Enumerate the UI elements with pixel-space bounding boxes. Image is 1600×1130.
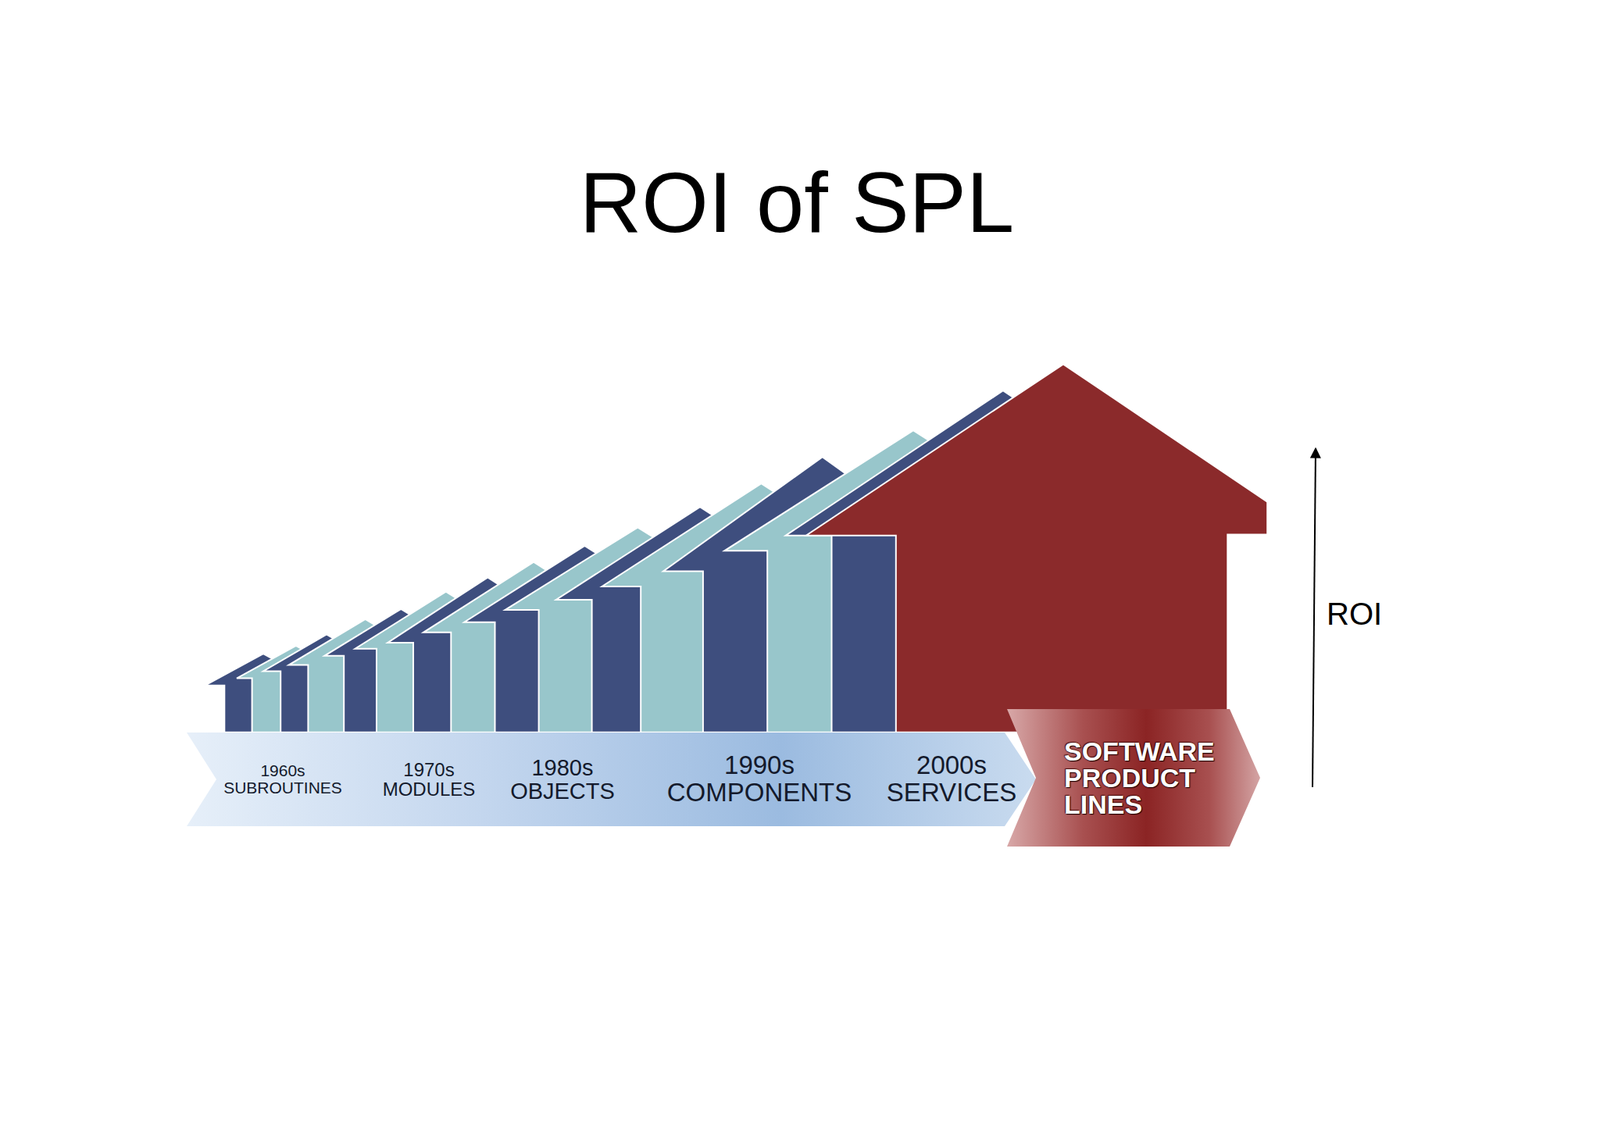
- band-fill: [186, 732, 1036, 827]
- era-label: 1980s OBJECTS: [510, 756, 615, 804]
- chevron-fill: [1007, 709, 1261, 847]
- era-band: 1960s SUBROUTINES 1970s MODULES 1980s OBJE…: [186, 732, 1036, 827]
- era-label: 1990s COMPONENTS: [667, 752, 853, 807]
- title: ROI of SPL: [579, 154, 1015, 250]
- roi-arrow: [1312, 448, 1316, 788]
- era-label: 1970s MODULES: [382, 760, 476, 800]
- axis-label: ROI: [1326, 596, 1383, 632]
- era-label: 1960s SUBROUTINES: [223, 762, 343, 797]
- era-label: 2000s SERVICES: [886, 752, 1017, 807]
- house-steps: [205, 364, 1268, 733]
- spl-house: [806, 364, 1268, 733]
- spl-chevron: SOFTWARE PRODUCT LINES: [1007, 709, 1261, 847]
- spl-label: SOFTWARE PRODUCT LINES: [1064, 738, 1215, 818]
